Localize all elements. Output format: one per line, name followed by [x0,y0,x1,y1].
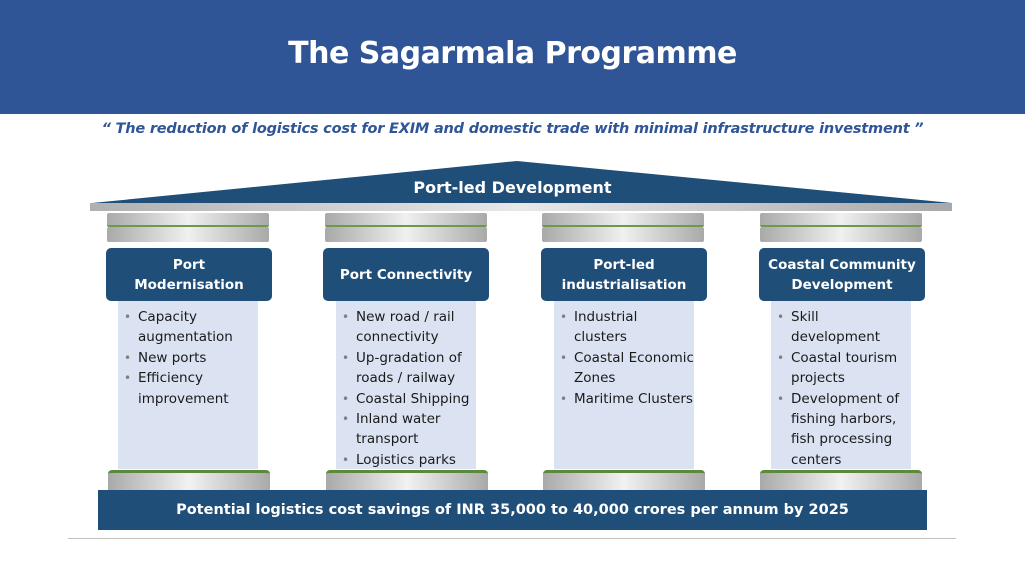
list-item: New ports [124,348,258,369]
list-item: Coastal Shipping [342,389,476,410]
pillar-shaft: New road / rail connectivity Up-gradatio… [336,301,476,471]
list-item: Coastal tourism projects [777,348,911,389]
roof-label: Port-led Development [413,178,612,197]
pillar-base [760,470,922,490]
pillar-base [543,470,705,490]
list-item: Logistics parks [342,450,476,471]
savings-text: Potential logistics cost savings of INR … [176,502,849,518]
tagline-quote: “ The reduction of logistics cost for EX… [101,121,924,137]
slide-title: The Sagarmala Programme [288,36,737,71]
pillar-heading-text: Port Modernisation [134,256,244,293]
list-item: Industrial clusters [560,307,694,348]
capital-top [760,213,922,227]
capital-top [542,213,704,227]
title-banner: The Sagarmala Programme [0,0,1025,114]
pillar-heading-text: Port-led industrialisation [561,256,687,293]
pillar-heading: Port Connectivity [323,248,489,301]
pillar-shaft: Capacity augmentation New ports Efficien… [118,301,258,469]
list-item: Development of fishing harbors, fish pro… [777,389,911,471]
pillar-shaft: Industrial clusters Coastal Economic Zon… [554,301,694,469]
pillar-shaft: Skill development Coastal tourism projec… [771,301,911,469]
list-item: Efficiency improvement [124,368,258,409]
list-item: New road / rail connectivity [342,307,476,348]
roof-beam [90,203,952,211]
savings-foundation: Potential logistics cost savings of INR … [98,490,927,530]
list-item: Up-gradation of roads / railway [342,348,476,389]
capital-bottom [542,227,704,242]
list-item: Maritime Clusters [560,389,694,410]
pillar-base [108,470,270,490]
pillar-heading-text: Port Connectivity [339,266,473,283]
list-item: Skill development [777,307,911,348]
list-item: Inland water transport [342,409,476,450]
capital-top [325,213,487,227]
pillar-heading-text: Coastal Community Development [768,256,916,293]
pillar-base [326,470,488,490]
divider-line [68,538,956,539]
pillar-heading: Coastal Community Development [759,248,925,301]
capital-top [107,213,269,227]
list-item: Capacity augmentation [124,307,258,348]
capital-bottom [107,227,269,242]
capital-bottom [325,227,487,242]
list-item: Coastal Economic Zones [560,348,694,389]
roof-pediment [92,161,952,203]
pillar-heading: Port Modernisation [106,248,272,301]
capital-bottom [760,227,922,242]
pillar-heading: Port-led industrialisation [541,248,707,301]
